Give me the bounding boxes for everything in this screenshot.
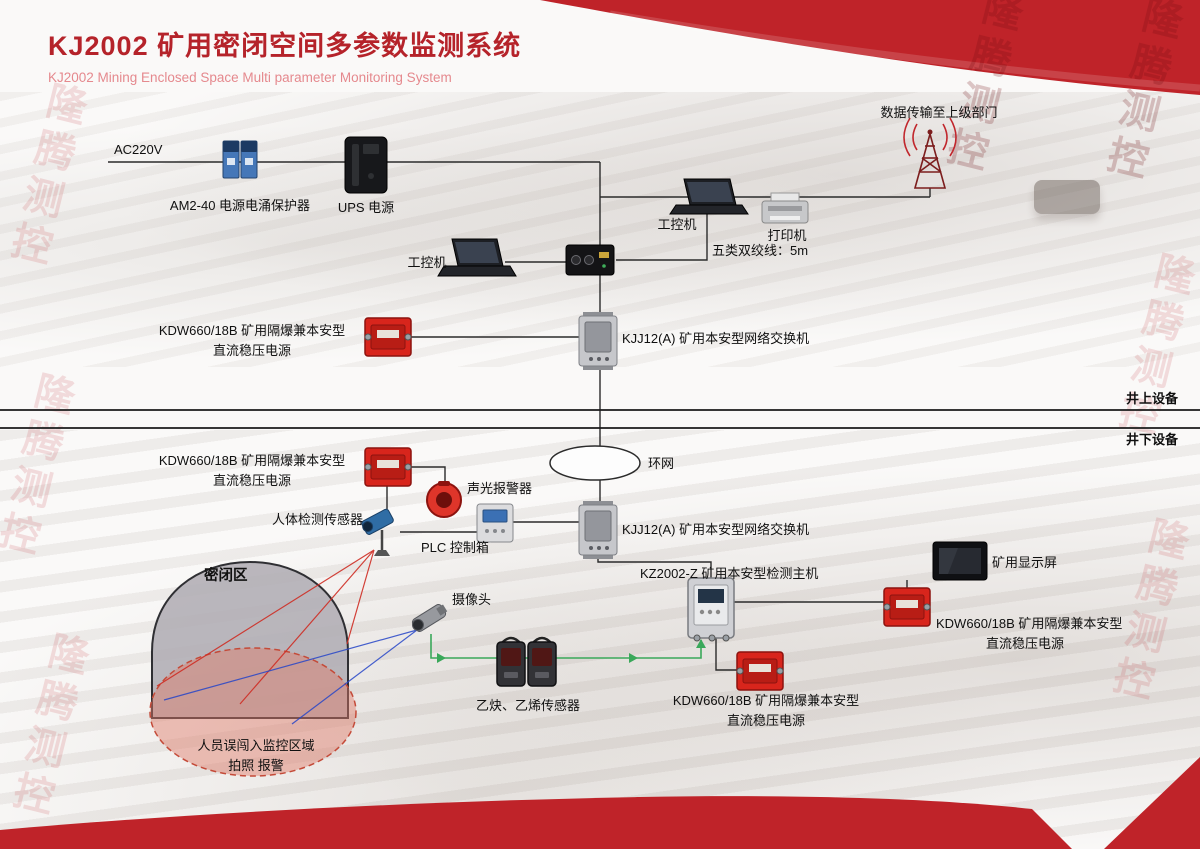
bottom-right-triangle: [1104, 757, 1200, 849]
printer-device: [761, 192, 809, 224]
detection-host-device: [687, 577, 735, 642]
kdw-power-4-device: [736, 651, 784, 691]
ups-label: UPS 电源: [337, 200, 395, 215]
intrusion-label-line2: 拍照 报警: [228, 758, 284, 773]
ac220v-label: AC220V: [114, 142, 163, 157]
kjj-switch-1-device: [578, 311, 618, 371]
monitoring-zone: [149, 647, 357, 777]
truck-silhouette: [1034, 180, 1100, 214]
ring-network-ellipse: [549, 445, 641, 481]
human-sensor-label: 人体检测传感器: [272, 512, 364, 527]
cat5-label: 五类双绞线：5m: [712, 243, 809, 258]
kdw-power-3-device: [883, 587, 931, 627]
gas-sensor-label: 乙炔、乙烯传感器: [475, 698, 580, 713]
gas-sensor-1-device: [495, 636, 527, 688]
ipc-top-label: 工控机: [657, 217, 697, 232]
uplink-label: 数据传输至上级部门: [880, 105, 998, 120]
switch1-label: KJJ12(A) 矿用本安型网络交换机: [622, 331, 810, 346]
underground-zone-label: 井下设备: [1125, 432, 1178, 447]
kdw4-label-line2: 直流稳压电源: [726, 713, 805, 728]
gas-sensor-2-device: [526, 636, 558, 688]
intrusion-label-line1: 人员误闯入监控区域: [197, 738, 315, 753]
ipc-left-label: 工控机: [407, 255, 447, 270]
ring-network-label: 环网: [648, 456, 675, 471]
kdw3-label: KDW660/18B 矿用隔爆兼本安型 直流稳压电源: [936, 614, 1123, 654]
kdw-power-2-device: [364, 447, 412, 487]
kdw2-label-line2: 直流稳压电源: [212, 473, 291, 488]
kdw3-label-line2: 直流稳压电源: [985, 636, 1064, 651]
page-title: KJ2002 矿用密闭空间多参数监测系统: [48, 31, 522, 61]
kdw2-label: KDW660/18B 矿用隔爆兼本安型 直流稳压电源: [156, 451, 348, 491]
kdw1-label: KDW660/18B 矿用隔爆兼本安型 直流稳压电源: [156, 321, 348, 361]
kdw4-label: KDW660/18B 矿用隔爆兼本安型 直流稳压电源: [668, 691, 864, 731]
surface-zone-label: 井上设备: [1125, 391, 1178, 406]
top-right-swoosh: [540, 0, 1200, 95]
sensor-wiring: [430, 634, 702, 659]
page-subtitle: KJ2002 Mining Enclosed Space Multi param…: [48, 70, 452, 85]
kdw1-label-line2: 直流稳压电源: [212, 343, 291, 358]
alarm-device: [426, 481, 462, 518]
ups-device: [344, 136, 388, 194]
plc-label: PLC 控制箱: [421, 540, 489, 555]
top-swoosh-highlight: [609, 10, 1200, 92]
detection-rays-red: [156, 549, 375, 705]
camera-device: [411, 604, 448, 632]
surge-protector-label: AM2-40 电源电涌保护器: [169, 198, 311, 213]
display-label: 矿用显示屏: [992, 555, 1058, 570]
section-divider-lines: [0, 409, 1200, 429]
enclosed-zone-dome: [151, 560, 349, 719]
industrial-pc-top-device: [669, 178, 749, 215]
kdw3-label-line1: KDW660/18B 矿用隔爆兼本安型: [936, 616, 1123, 631]
camera-rays-blue: [163, 629, 418, 725]
antenna-icon: [903, 117, 957, 189]
wire-arrow-icons: [437, 639, 706, 663]
display-screen-device: [932, 541, 988, 581]
human-detection-sensor-device: [361, 508, 394, 556]
industrial-pc-left-device: [437, 238, 517, 277]
printer-label: 打印机: [767, 228, 807, 243]
alarm-label: 声光报警器: [467, 481, 533, 496]
kdw2-label-line1: KDW660/18B 矿用隔爆兼本安型: [158, 453, 346, 468]
plc-box-device: [476, 503, 514, 543]
host-label: KZ2002-Z 矿用本安型检测主机: [640, 566, 819, 581]
kdw1-label-line1: KDW660/18B 矿用隔爆兼本安型: [158, 323, 346, 338]
kdw4-label-line1: KDW660/18B 矿用隔爆兼本安型: [672, 693, 860, 708]
surge-protector-device: [222, 140, 258, 179]
bottom-wave: [0, 796, 1072, 849]
media-converter-device: [565, 244, 615, 276]
kjj-switch-2-device: [578, 500, 618, 560]
switch2-label: KJJ12(A) 矿用本安型网络交换机: [622, 522, 810, 537]
camera-label: 摄像头: [452, 592, 492, 607]
kdw-power-1-device: [364, 317, 412, 357]
enclosed-zone-label: 密闭区: [204, 568, 248, 584]
intrusion-label: 人员误闯入监控区域 拍照 报警: [165, 736, 347, 776]
